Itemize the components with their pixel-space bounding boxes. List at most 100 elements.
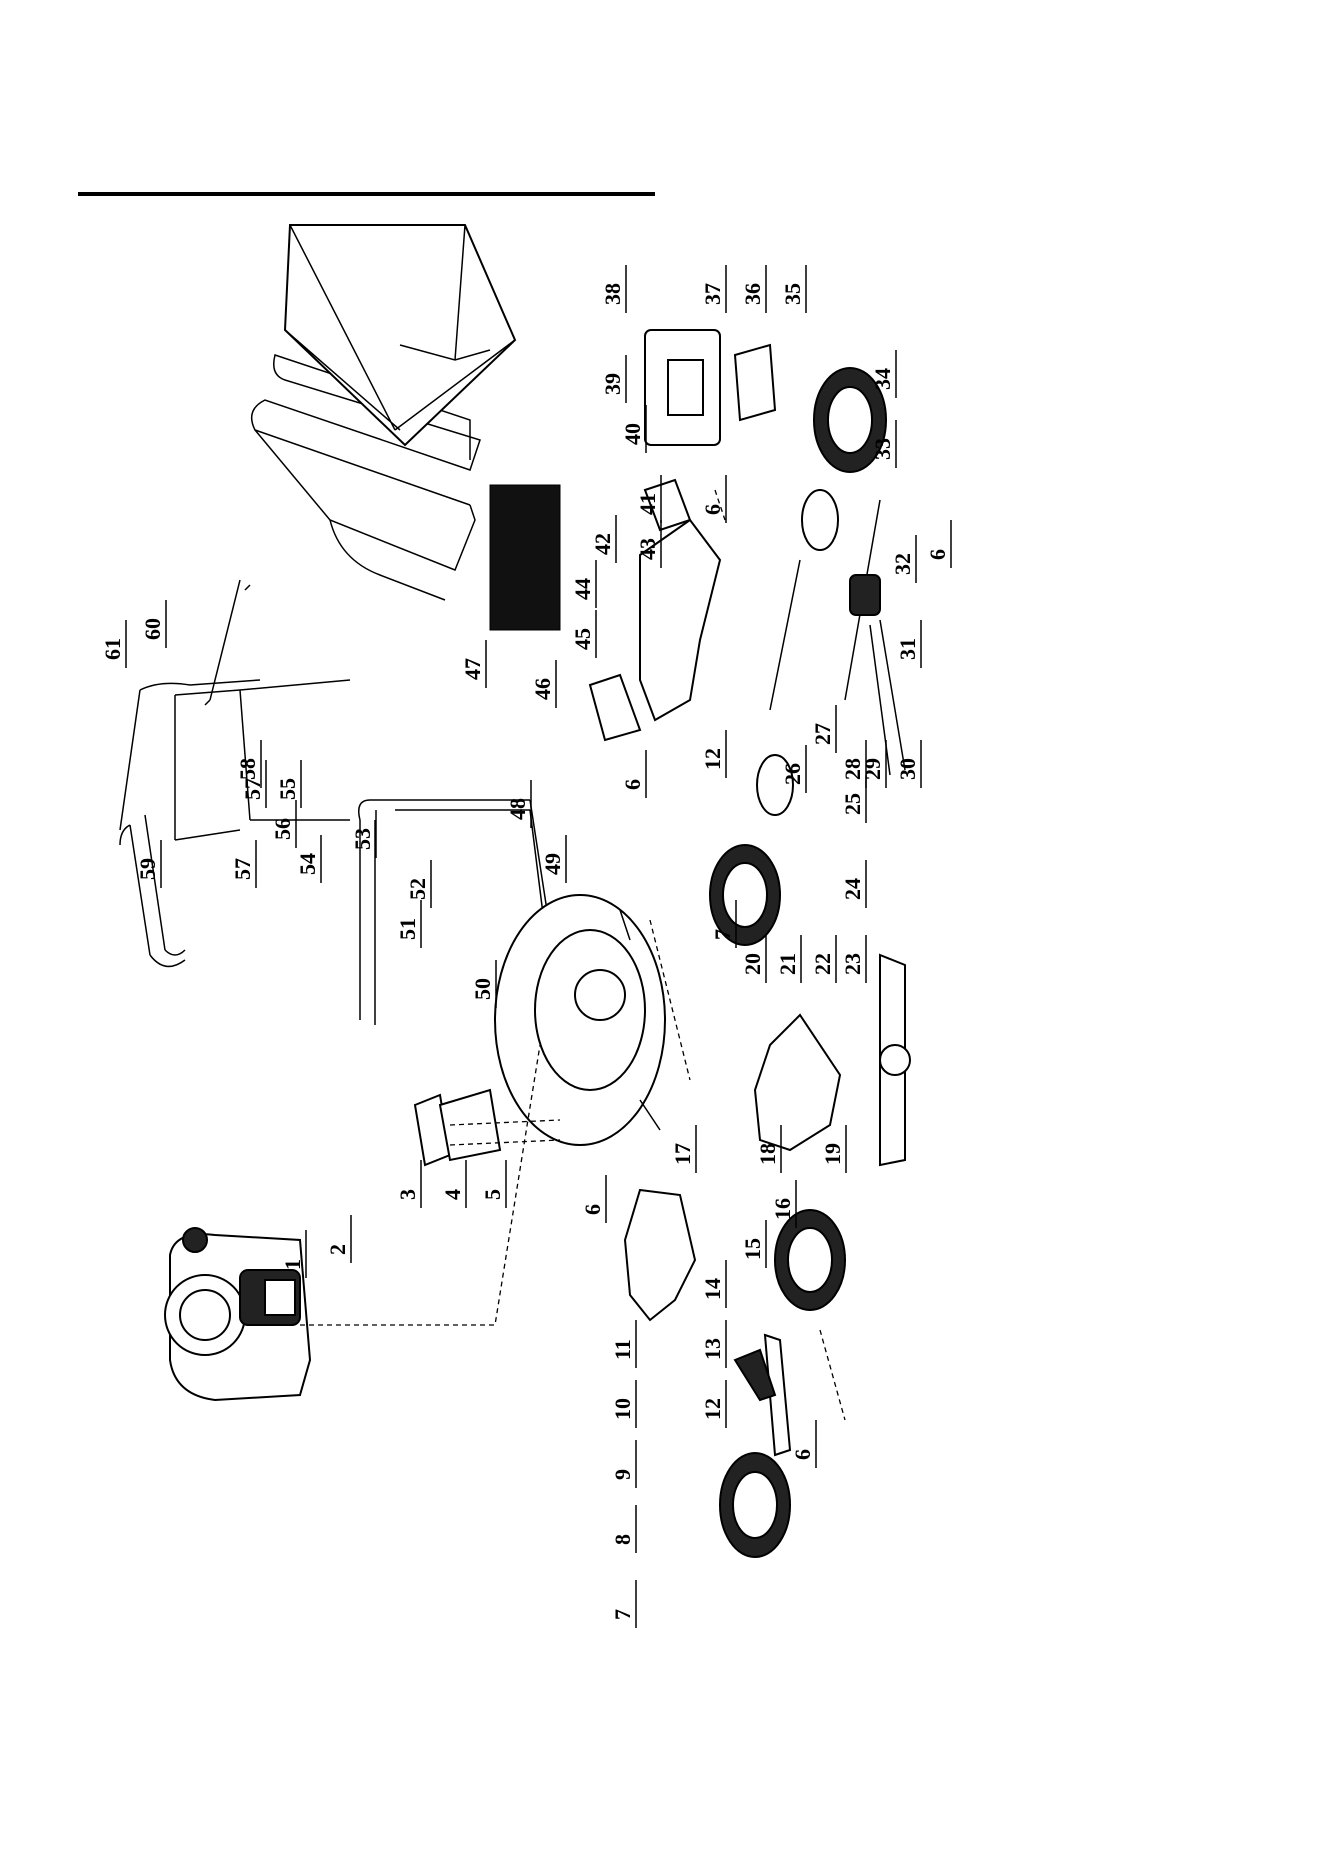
callout-c6d: 6 (700, 475, 726, 523)
callout-c54: 54 (295, 835, 321, 883)
callout-label: 38 (600, 283, 625, 305)
assembly-line-engine (300, 1045, 540, 1325)
callout-c40: 40 (620, 405, 646, 453)
callout-c17: 17 (670, 1125, 696, 1173)
blade (880, 955, 910, 1165)
callout-label: 35 (780, 283, 805, 305)
callout-label: 39 (600, 373, 625, 395)
callout-label: 31 (895, 638, 920, 660)
callout-c21: 21 (775, 935, 801, 983)
callout-label: 11 (610, 1339, 635, 1360)
rear-axle (770, 560, 800, 710)
drive-disc (802, 490, 838, 550)
rear-baffle (755, 1015, 840, 1150)
callout-c58: 58 (235, 740, 261, 788)
callout-c55: 55 (275, 760, 301, 808)
callout-label: 60 (140, 618, 165, 640)
callout-label: 30 (895, 758, 920, 780)
callout-label: 12 (700, 748, 725, 770)
callout-c6b: 6 (790, 1420, 816, 1468)
callout-label: 1 (280, 1259, 305, 1270)
callout-label: 46 (530, 678, 555, 700)
callout-label: 9 (610, 1469, 635, 1480)
callout-c19: 19 (820, 1125, 846, 1173)
callout-c49: 49 (540, 835, 566, 883)
callout-label: 45 (570, 628, 595, 650)
callout-c6a: 6 (580, 1175, 606, 1223)
callout-label: 21 (775, 953, 800, 975)
callout-c45: 45 (570, 610, 596, 658)
callout-label: 5 (480, 1189, 505, 1200)
callout-label: 6 (580, 1204, 605, 1215)
callout-c38: 38 (600, 265, 626, 313)
callout-c6e: 6 (925, 520, 951, 568)
callout-label: 23 (840, 953, 865, 975)
callout-c12a: 12 (700, 1380, 726, 1428)
callout-c25: 25 (840, 775, 866, 823)
callout-label: 32 (890, 553, 915, 575)
callout-label: 53 (350, 828, 375, 850)
callout-c56: 56 (270, 800, 296, 848)
callout-label: 37 (700, 283, 725, 305)
callout-label: 50 (470, 978, 495, 1000)
callout-c2: 2 (325, 1215, 351, 1263)
callout-c41: 41 (635, 475, 661, 523)
callout-label: 6 (790, 1449, 815, 1460)
callout-label: 27 (810, 723, 835, 745)
callout-label: 15 (740, 1238, 765, 1260)
callout-c34: 34 (870, 350, 896, 398)
callout-c4: 4 (440, 1160, 466, 1208)
upper-handle (120, 680, 350, 966)
callout-label: 47 (460, 658, 485, 680)
callout-label: 10 (610, 1398, 635, 1420)
callout-label: 55 (275, 778, 300, 800)
callout-label: 6 (925, 549, 950, 560)
callout-label: 8 (610, 1534, 635, 1545)
callout-label: 14 (700, 1278, 725, 1300)
callout-label: 41 (635, 493, 660, 515)
callout-c14: 14 (700, 1260, 726, 1308)
callout-c10: 10 (610, 1380, 636, 1428)
control-bail (205, 580, 250, 705)
callout-c60: 60 (140, 600, 166, 648)
callout-label: 42 (590, 533, 615, 555)
callout-c48: 48 (505, 780, 531, 828)
flap-bracket (735, 345, 775, 420)
callout-c13: 13 (700, 1320, 726, 1368)
callout-c31: 31 (895, 620, 921, 668)
callout-c16: 16 (770, 1180, 796, 1228)
callout-label: 24 (840, 878, 865, 900)
callout-label: 43 (635, 538, 660, 560)
callout-c53: 53 (350, 810, 376, 858)
callout-c9: 9 (610, 1440, 636, 1488)
callout-c37: 37 (700, 265, 726, 313)
callout-c46: 46 (530, 660, 556, 708)
callout-label: 12 (700, 1398, 725, 1420)
callout-label: 2 (325, 1244, 350, 1255)
callout-c44: 44 (570, 560, 596, 608)
mulching-panel (490, 485, 560, 630)
callout-label: 6 (700, 504, 725, 515)
callout-label: 44 (570, 578, 595, 600)
callout-c42: 42 (590, 515, 616, 563)
callout-c50: 50 (470, 960, 496, 1008)
rear-flap-door (645, 330, 720, 445)
callout-label: 7 (710, 929, 735, 940)
callout-label: 49 (540, 853, 565, 875)
callout-c6c: 6 (620, 750, 646, 798)
front-left-wheel (720, 1453, 790, 1557)
callout-label: 33 (870, 438, 895, 460)
callout-label: 7 (610, 1609, 635, 1620)
callout-label: 13 (700, 1338, 725, 1360)
callout-c22: 22 (810, 935, 836, 983)
callout-c51: 51 (395, 900, 421, 948)
callout-label: 26 (780, 763, 805, 785)
callout-c30: 30 (895, 740, 921, 788)
callout-label: 51 (395, 918, 420, 940)
callout-c3: 3 (395, 1160, 421, 1208)
callout-label: 16 (770, 1198, 795, 1220)
callout-c27: 27 (810, 705, 836, 753)
callout-c5: 5 (480, 1160, 506, 1208)
callout-c12b: 12 (700, 730, 726, 778)
